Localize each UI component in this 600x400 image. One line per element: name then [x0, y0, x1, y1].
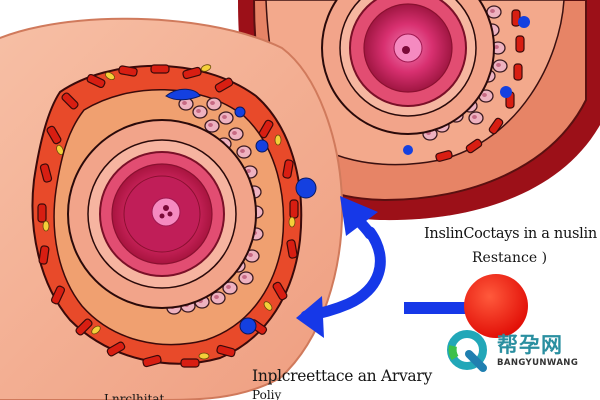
q-logo-icon — [447, 330, 487, 372]
insulin-resistance-label: InslinCoctays in a nuslin — [424, 226, 597, 242]
insulin-receptor-symbol — [404, 274, 528, 338]
artery-label: Inplcreettace an Arvary — [252, 367, 432, 385]
watermark-english-text: BANGYUNWANG — [497, 358, 579, 368]
left-artery-cross-section — [0, 17, 344, 400]
insulin-resistance-label-line2: Restance ) — [472, 250, 548, 266]
circulation-arrow — [296, 196, 386, 338]
bottom-left-label: Lnrclhitat — [104, 392, 165, 400]
artery-label-line2: Poliy — [252, 388, 282, 400]
watermark-chinese-text: 帮孕网 — [497, 333, 563, 357]
